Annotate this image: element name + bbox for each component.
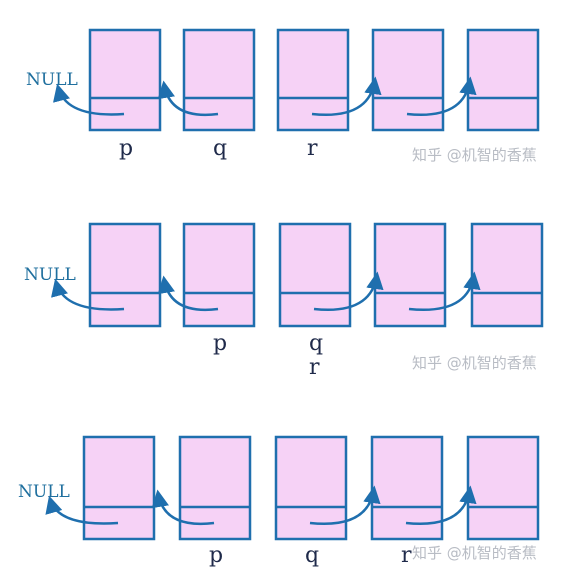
list-node [466, 435, 540, 541]
node-box [88, 222, 162, 328]
node-box [466, 435, 540, 541]
list-node [466, 28, 540, 132]
list-node [88, 222, 162, 328]
pointer-label-p: p [119, 136, 133, 161]
node-box [466, 28, 540, 132]
node-box [178, 435, 252, 541]
node-box [373, 222, 447, 328]
pointer-label-p: p [213, 331, 227, 356]
arrow-reversed-link [151, 489, 215, 526]
pointer-label-r: r [307, 136, 318, 161]
arrow-to-null [45, 495, 119, 525]
pointer-label-q: q [309, 331, 323, 356]
node-box [182, 222, 256, 328]
arrow-forward-link [311, 76, 382, 116]
arrow-forward-link [406, 76, 477, 116]
null-label: NULL [18, 482, 70, 502]
list-node [278, 222, 352, 328]
list-node [82, 435, 156, 541]
watermark: 知乎 @机智的香蕉 [412, 544, 537, 562]
arrow-reversed-link [157, 275, 219, 312]
null-label: NULL [26, 70, 78, 90]
pointer-label-r: r [401, 543, 412, 568]
arrow-to-null [51, 278, 125, 311]
step-2: NULL p qr 知乎 @机智的香蕉 [24, 222, 544, 380]
watermark: 知乎 @机智的香蕉 [412, 354, 537, 372]
pointer-label-q: q [213, 136, 227, 161]
arrow-forward-link [408, 271, 481, 311]
list-node [370, 435, 444, 541]
node-box [82, 435, 156, 541]
pointer-label-r: r [309, 355, 320, 380]
step-1: NULL p q r 知乎 @机智的香蕉 [26, 28, 540, 164]
arrow-reversed-link [157, 80, 219, 117]
arrow-forward-link [309, 485, 381, 525]
list-node [373, 222, 447, 328]
arrow-to-null [53, 83, 125, 116]
null-label: NULL [24, 265, 76, 285]
arrow-forward-link [313, 271, 384, 311]
arrow-forward-link [405, 485, 477, 525]
pointer-label-q: q [305, 543, 319, 568]
list-node [178, 435, 252, 541]
list-node [182, 222, 256, 328]
watermark: 知乎 @机智的香蕉 [412, 146, 537, 164]
node-box [278, 222, 352, 328]
pointer-label-p: p [209, 543, 223, 568]
list-node [470, 222, 544, 328]
node-box [470, 222, 544, 328]
